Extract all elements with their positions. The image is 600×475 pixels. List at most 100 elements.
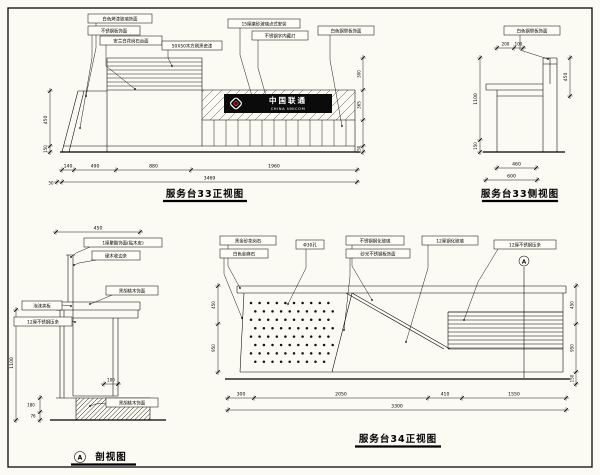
dim-left-450: 450 xyxy=(43,116,49,125)
svg-text:白色钢塑板饰面: 白色钢塑板饰面 xyxy=(517,28,548,35)
front-view-33: 中国联通 CHINA UNICOM 白色烤漆玻璃饰面 不锈钢板饰面 安兰白花岗石… xyxy=(43,13,375,203)
logo-text-cn: 中国联通 xyxy=(269,95,307,105)
callout-stainless-panel: 不锈钢板饰面 xyxy=(87,25,141,36)
section-outline xyxy=(55,254,151,420)
svg-text:黑金砂花岗石: 黑金砂花岗石 xyxy=(235,238,262,245)
dim-100: 100 xyxy=(107,378,115,383)
dim-490: 490 xyxy=(91,164,100,170)
svg-text:砂光不锈钢板饰面: 砂光不锈钢板饰面 xyxy=(360,251,396,258)
svg-text:不锈钢板饰面: 不锈钢板饰面 xyxy=(101,28,128,35)
mullion-lines xyxy=(213,120,347,146)
svg-text:白色烤漆玻璃饰面: 白色烤漆玻璃饰面 xyxy=(102,16,138,23)
svg-text:1厘聚酯饰面(贴木皮): 1厘聚酯饰面(贴木皮) xyxy=(102,240,144,247)
side-view-33: 白色钢塑板饰面 200 100 450 1100 150 460 600 服务台… xyxy=(473,25,569,203)
unicom-logo: 中国联通 CHINA UNICOM xyxy=(224,94,332,113)
svg-text:黑胡桃木饰面: 黑胡桃木饰面 xyxy=(119,288,146,295)
dim-150: 150 xyxy=(473,142,478,150)
dim-410: 410 xyxy=(441,392,450,398)
section-marker-circle xyxy=(518,255,530,267)
dim-450: 450 xyxy=(563,73,569,82)
section-badge-circle xyxy=(74,451,86,463)
dim-76: 76 xyxy=(30,414,36,419)
svg-text:安兰白花岗石台面: 安兰白花岗石台面 xyxy=(113,38,149,45)
svg-text:15厘磨砂玻璃点式安装: 15厘磨砂玻璃点式安装 xyxy=(241,21,287,28)
section-cut-marker: A xyxy=(518,255,530,267)
drawing-title-sectionA: 剖视图 xyxy=(95,451,127,463)
dim-left-150: 150 xyxy=(43,145,48,153)
front-view-34: A 黑金砂花岗石 白色金麻石 Φ30孔 不锈钢钢化玻璃 砂光不锈钢板饰面 12厘… xyxy=(211,235,575,448)
svg-text:Φ30孔: Φ30孔 xyxy=(303,242,317,249)
dim-50: 50 xyxy=(48,181,54,186)
svg-text:黑胡桃木饰面: 黑胡桃木饰面 xyxy=(119,400,146,407)
section-a-geometry xyxy=(50,254,166,421)
dim-180: 180 xyxy=(27,403,35,408)
dim-right-365: 365 xyxy=(357,101,362,109)
side-view-33-dimensions: 200 100 450 1100 150 460 600 xyxy=(473,42,569,180)
side-view-33-title: 服务台33侧视图 xyxy=(481,188,559,203)
callout-frosted-glass: 15厘磨砂玻璃点式安装 xyxy=(227,18,301,29)
callout-walnut-finish-base: 黑胡桃木饰面 xyxy=(105,397,159,408)
section-a-dimensions: 450 1100 180 76 100 xyxy=(9,226,115,419)
svg-text:50X50木方刷黑瓷漆: 50X50木方刷黑瓷漆 xyxy=(172,43,213,50)
dim-600: 600 xyxy=(507,174,516,180)
front-view-33-geometry: 中国联通 CHINA UNICOM xyxy=(60,57,360,153)
dim-3300: 3300 xyxy=(391,404,403,410)
section-view-a: 1厘聚酯饰面(贴木皮) 硬木收边条 黑胡桃木饰面 泡沫夹板 12厘不锈钢压条 黑… xyxy=(9,226,166,466)
perforation-dots xyxy=(249,301,334,364)
svg-text:硬木收边条: 硬木收边条 xyxy=(105,253,128,260)
dim-450: 450 xyxy=(94,226,103,232)
dim-3469: 3469 xyxy=(204,176,216,182)
dim-right-150: 150 xyxy=(357,145,362,153)
dim-140: 140 xyxy=(64,164,73,170)
front-view-34-callouts: 黑金砂花岗石 白色金麻石 Φ30孔 不锈钢钢化玻璃 砂光不锈钢板饰面 12厘钢化… xyxy=(219,235,557,259)
dim-300: 300 xyxy=(237,392,246,398)
dim-460: 460 xyxy=(512,162,521,168)
callout-brushed-steel-panel: 砂光不锈钢板饰面 xyxy=(345,248,411,259)
front-view-33-dimensions: 140 490 880 1960 3469 50 450 150 300 365… xyxy=(43,70,362,186)
callout-paint-glass: 白色烤漆玻璃饰面 xyxy=(87,13,153,24)
desk34-outline xyxy=(236,285,567,373)
dim-200: 200 xyxy=(502,42,510,47)
dim-100: 100 xyxy=(515,42,523,47)
section-badge-letter: A xyxy=(78,455,83,462)
logo-band xyxy=(224,94,332,113)
desk-outline xyxy=(61,57,356,153)
dim-right-950: 950 xyxy=(570,344,575,352)
dim-880: 880 xyxy=(149,164,158,170)
section-a-title: A 剖视图 xyxy=(71,451,136,466)
svg-text:12厘不锈钢压条: 12厘不锈钢压条 xyxy=(509,242,542,249)
section-a-callouts: 1厘聚酯饰面(贴木皮) 硬木收边条 黑胡桃木饰面 泡沫夹板 12厘不锈钢压条 黑… xyxy=(13,237,163,408)
dim-left-950: 950 xyxy=(211,344,216,352)
svg-text:白色钢塑板饰面: 白色钢塑板饰面 xyxy=(331,28,362,35)
louver-lines xyxy=(107,61,202,87)
callout-foam-board: 泡沫夹板 xyxy=(21,300,63,311)
callout-white-stone: 白色金麻石 xyxy=(219,248,269,259)
dim-1960: 1960 xyxy=(268,164,280,170)
sheet-border xyxy=(7,7,593,468)
svg-text:不锈钢字内藏灯: 不锈钢字内藏灯 xyxy=(265,33,296,40)
svg-text:12厘钢化玻璃: 12厘钢化玻璃 xyxy=(436,238,464,245)
grille-lines xyxy=(448,311,563,349)
desk-side-outline xyxy=(485,57,558,152)
callout-polyester-veneer: 1厘聚酯饰面(贴木皮) xyxy=(83,237,163,248)
callout-hole-30: Φ30孔 xyxy=(295,239,325,250)
dim-left-450: 450 xyxy=(211,301,216,309)
svg-text:泡沫夹板: 泡沫夹板 xyxy=(33,303,51,310)
unicom-knot-icon xyxy=(230,97,242,110)
dim-right-450: 450 xyxy=(570,301,575,309)
callout-steel-plastic-panel-side: 白色钢塑板饰面 xyxy=(503,25,561,36)
front-view-34-dimensions: 300 2050 410 1550 3300 450 950 150 450 9… xyxy=(211,301,575,410)
svg-text:白色金麻石: 白色金麻石 xyxy=(233,251,256,258)
section-marker-letter: A xyxy=(522,260,527,266)
dim-1550: 1550 xyxy=(508,392,520,398)
front-view-33-title: 服务台33正视图 xyxy=(163,188,247,203)
front-view-34-geometry: A xyxy=(225,255,570,380)
callout-steel-strip: 12厘不锈钢压条 xyxy=(13,316,73,327)
callout-steel-tempered-glass: 不锈钢钢化玻璃 xyxy=(345,235,405,246)
dim-right-300: 300 xyxy=(357,70,362,78)
callout-walnut-finish-top: 黑胡桃木饰面 xyxy=(105,285,159,296)
svg-text:12厘不锈钢压条: 12厘不锈钢压条 xyxy=(27,319,60,326)
drawing-title-side33: 服务台33侧视图 xyxy=(481,188,559,200)
